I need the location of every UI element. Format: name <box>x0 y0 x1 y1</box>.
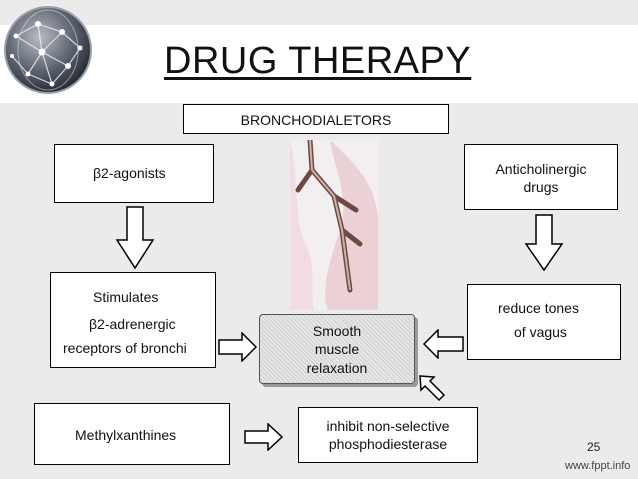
anticholinergic-line-1: Anticholinergic <box>495 161 587 177</box>
smooth-line-2: muscle <box>314 341 360 357</box>
anticholinergic-box: Anticholinergic drugs <box>464 144 618 210</box>
diagonal-arrow-icon <box>419 375 446 402</box>
beta-agonists-box: β2-agonists <box>54 144 214 203</box>
bronchodilators-box: BRONCHODIALETORS <box>183 104 449 134</box>
bronchi-image <box>290 140 378 310</box>
down-arrow-icon <box>524 214 564 272</box>
reduce-line-2: of vagus <box>514 324 567 340</box>
inhibit-pde-box: inhibit non-selective phosphodiesterase <box>298 407 478 463</box>
left-arrow-icon <box>422 329 464 359</box>
slide-title: DRUG THERAPY <box>164 40 472 82</box>
globe-logo-icon <box>4 6 92 94</box>
right-arrow-icon <box>244 423 284 451</box>
stimulates-line-3: receptors of bronchi <box>63 340 187 356</box>
right-arrow-icon <box>218 332 258 362</box>
stimulates-line-2: β2-adrenergic <box>89 316 176 332</box>
inhibit-line-1: inhibit non-selective <box>326 418 450 434</box>
header-band <box>0 25 638 103</box>
anticholinergic-line-2: drugs <box>523 179 559 195</box>
reduce-tones-box: reduce tones of vagus <box>467 284 621 360</box>
methylxanthines-label: Methylxanthines <box>75 427 177 443</box>
reduce-line-1: reduce tones <box>498 300 579 316</box>
smooth-line-3: relaxation <box>306 360 368 376</box>
bronchodilators-label: BRONCHODIALETORS <box>240 112 392 128</box>
beta-agonists-label: β2-agonists <box>93 165 166 181</box>
smooth-muscle-relaxation-box: Smooth muscle relaxation <box>259 314 415 384</box>
smooth-line-1: Smooth <box>312 323 362 339</box>
page-number: 25 <box>587 440 601 454</box>
footer-url: www.fppt.info <box>565 460 631 472</box>
stimulates-box: Stimulates β2-adrenergic receptors of br… <box>50 272 216 368</box>
down-arrow-icon <box>115 206 155 270</box>
methylxanthines-box: Methylxanthines <box>34 403 230 465</box>
stimulates-line-1: Stimulates <box>93 289 159 305</box>
inhibit-line-2: phosphodiesterase <box>328 436 448 452</box>
